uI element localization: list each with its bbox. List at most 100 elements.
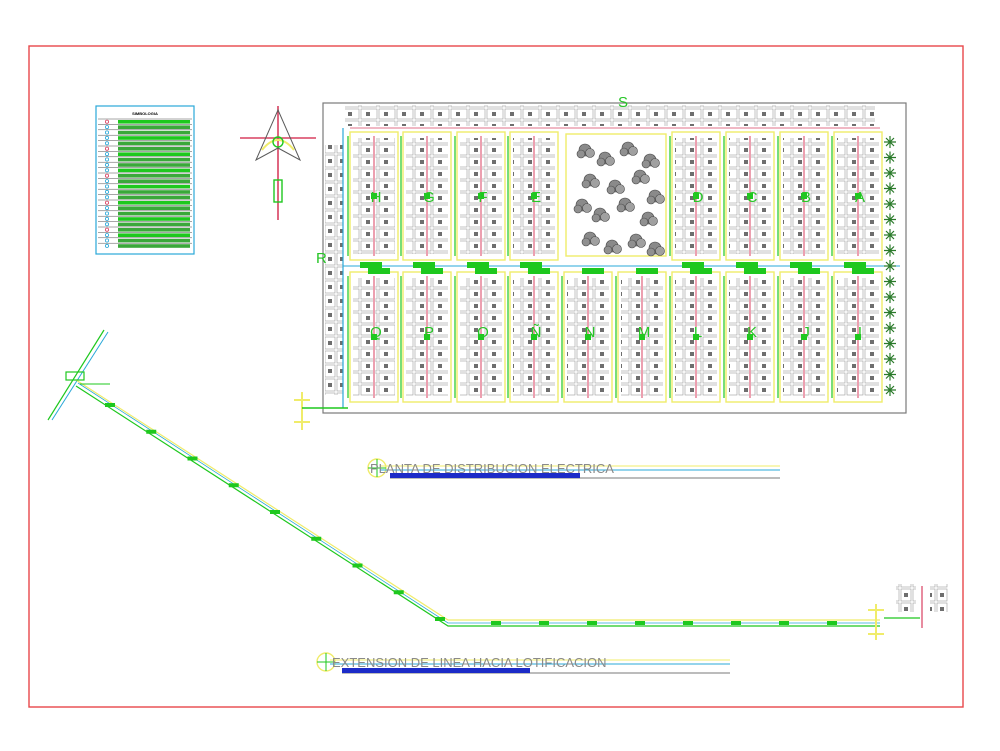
tree-icon <box>884 337 896 350</box>
lot-grid <box>837 138 857 254</box>
legend-symbol-icon <box>105 222 110 227</box>
legend-row-text <box>118 136 190 140</box>
pole-marker <box>435 617 445 621</box>
extension-poles <box>105 403 837 625</box>
legend-symbol-icon <box>105 125 110 130</box>
transformer-icon <box>639 334 645 340</box>
street-pole <box>852 268 874 274</box>
legend-row-text <box>118 120 190 124</box>
legend-row-text <box>118 152 190 156</box>
shrub-icon <box>606 179 625 195</box>
tree-icon <box>884 244 896 257</box>
legend-row-text <box>118 217 190 221</box>
legend-symbol-icon <box>105 141 110 146</box>
pole-marker <box>587 621 597 625</box>
lot-grid <box>697 278 717 396</box>
pole-marker <box>539 621 549 625</box>
street-pole <box>844 262 866 268</box>
block-label: B <box>801 189 811 206</box>
lot-grid <box>428 278 448 396</box>
lot-grid <box>729 278 749 396</box>
street-pole <box>636 268 658 274</box>
pole-marker <box>228 483 239 488</box>
legend-symbol-icon <box>105 211 110 216</box>
top-lot-row <box>345 105 875 126</box>
legend-rows <box>98 118 192 248</box>
tree-icon <box>884 151 896 164</box>
lot-grid <box>837 278 857 396</box>
legend-symbol-icon <box>105 168 110 173</box>
street-pole <box>582 268 604 274</box>
legend-symbol-icon <box>105 227 110 232</box>
transformer-icon <box>693 334 699 340</box>
block-label: Q <box>370 324 382 341</box>
street-label-top: S <box>618 94 628 111</box>
shrub-icon <box>573 198 592 214</box>
lot-grid <box>643 278 663 396</box>
shrub-icon <box>646 241 665 257</box>
pole-marker <box>491 621 501 625</box>
extension-line <box>47 329 948 640</box>
legend-symbol-icon <box>105 195 110 200</box>
block-outline <box>402 131 452 261</box>
plan-title-block: PLANTA DE DISTRIBUCION ELECTRICA <box>367 458 780 479</box>
block-outline <box>349 131 399 261</box>
block-label: C <box>747 189 758 206</box>
legend-row-text <box>118 168 190 173</box>
lot-grid <box>535 138 555 254</box>
pole-marker <box>311 536 322 541</box>
street-pole <box>736 262 758 268</box>
shrub-icon <box>619 141 638 157</box>
lot-grid <box>589 278 609 396</box>
tree-icon <box>884 384 896 396</box>
street-pole <box>690 268 712 274</box>
shrub-icon <box>631 169 650 185</box>
legend-row-text <box>118 147 190 151</box>
lot-grid <box>859 278 879 396</box>
park-area <box>565 133 667 257</box>
lot-grid <box>805 138 825 254</box>
street-pole <box>421 268 443 274</box>
tree-icon <box>884 291 896 303</box>
lot-grid <box>353 138 373 254</box>
lot-grid <box>460 138 480 254</box>
lot-grid <box>406 138 426 254</box>
shrub-icon <box>639 211 658 227</box>
lot-grid <box>751 138 771 254</box>
park-outline <box>565 133 667 257</box>
block-outline <box>456 131 506 261</box>
block-label: A <box>855 189 865 206</box>
lot-grid <box>535 278 555 396</box>
tree-icon <box>884 306 896 319</box>
lot-grid <box>859 138 879 254</box>
transformer-icon <box>371 334 377 340</box>
legend-row-text <box>118 125 190 129</box>
legend-row-text <box>118 130 190 135</box>
pole-marker <box>146 429 157 434</box>
transformer-icon <box>747 334 753 340</box>
transformer-icon <box>424 334 430 340</box>
transformer-icon <box>424 193 430 199</box>
transformer-icon <box>801 334 807 340</box>
lot-grid <box>729 138 749 254</box>
legend-symbol-icon <box>105 146 110 151</box>
shrub-icon <box>616 197 635 213</box>
lot-grid <box>353 278 373 396</box>
street-pole <box>744 268 766 274</box>
lot-grid <box>428 138 448 254</box>
legend-symbol-icon <box>105 206 110 211</box>
legend-symbol-icon <box>105 152 110 157</box>
legend-row-text <box>118 174 190 178</box>
legend-symbol-icon <box>105 233 110 238</box>
lot-grid <box>482 278 502 396</box>
drawing-frame <box>28 45 964 708</box>
tree-icon <box>884 275 896 288</box>
pole-marker <box>187 456 198 461</box>
pole-marker <box>779 621 789 625</box>
street-pole <box>360 262 382 268</box>
tree-icon <box>884 167 896 179</box>
legend-symbol-icon <box>105 157 110 162</box>
tree-icon <box>884 213 896 226</box>
block-label: M <box>638 324 651 341</box>
